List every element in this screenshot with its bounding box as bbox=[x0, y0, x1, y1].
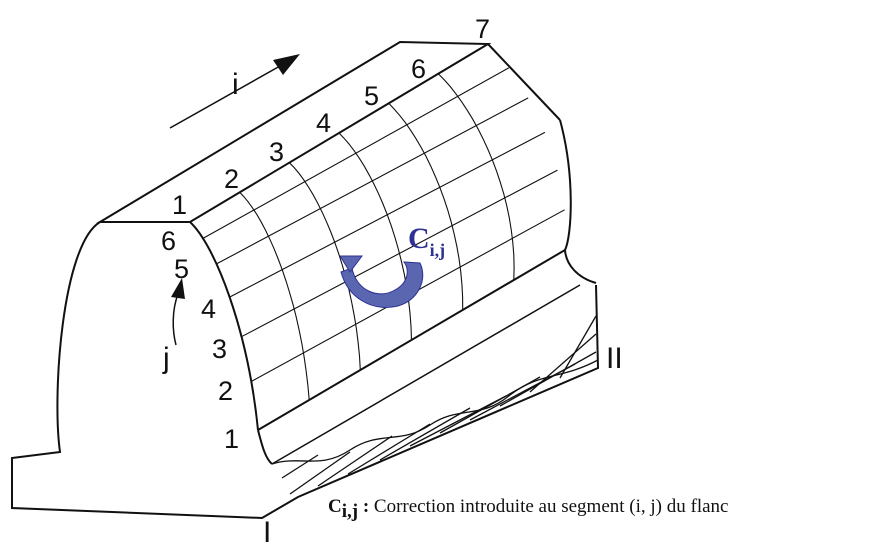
i-index-5: 5 bbox=[364, 81, 379, 111]
grid-line-j-2 bbox=[216, 97, 529, 265]
i-index-3: 3 bbox=[269, 137, 284, 167]
i-index-7: 7 bbox=[475, 14, 490, 44]
i-arrow-label: i bbox=[232, 68, 239, 101]
grid-line-j-4 bbox=[241, 169, 558, 338]
j-index-3: 3 bbox=[212, 334, 227, 364]
grid-line-i-5 bbox=[437, 73, 515, 281]
section-label-left: I bbox=[263, 516, 271, 547]
correction-arrow-icon bbox=[339, 255, 424, 308]
top-land bbox=[96, 40, 492, 223]
root-fillet bbox=[257, 429, 273, 465]
correction-subscript: i,j bbox=[430, 240, 446, 260]
j-index-6: 6 bbox=[161, 226, 176, 256]
i-index-6: 6 bbox=[411, 54, 426, 84]
caption-text: Correction introduite au segment (i, j) … bbox=[369, 496, 728, 517]
correction-letter: C bbox=[408, 222, 430, 255]
j-arrow-label: j bbox=[162, 342, 170, 375]
caption-colon: : bbox=[358, 496, 369, 517]
tooth-base-outline bbox=[11, 221, 600, 520]
root-edge-line bbox=[271, 284, 581, 465]
j-index-2: 2 bbox=[218, 376, 233, 406]
i-index-4: 4 bbox=[316, 108, 331, 138]
j-index-1: 1 bbox=[224, 424, 239, 454]
caption-symbol: C bbox=[328, 496, 342, 517]
flank-grid bbox=[202, 67, 565, 401]
j-index-5: 5 bbox=[174, 254, 189, 284]
j-direction-arrow bbox=[171, 278, 185, 346]
caption: Ci,j : Correction introduite au segment … bbox=[328, 496, 728, 522]
grid-line-i-4 bbox=[388, 102, 464, 311]
i-index-1: 1 bbox=[172, 190, 187, 220]
flank-right-edge bbox=[487, 43, 561, 121]
caption-subscript: i,j bbox=[342, 501, 358, 522]
tooth-right-profile bbox=[559, 119, 597, 284]
correction-label: Ci,j bbox=[408, 222, 445, 260]
j-index-4: 4 bbox=[201, 294, 216, 324]
grid-line-j-1 bbox=[202, 67, 510, 239]
i-direction-arrow bbox=[169, 54, 300, 129]
section-hatching bbox=[271, 315, 599, 495]
section-label-right: II bbox=[606, 342, 623, 375]
grid-line-i-3 bbox=[338, 132, 413, 341]
i-index-2: 2 bbox=[224, 164, 239, 194]
grid-line-j-3 bbox=[229, 131, 546, 298]
